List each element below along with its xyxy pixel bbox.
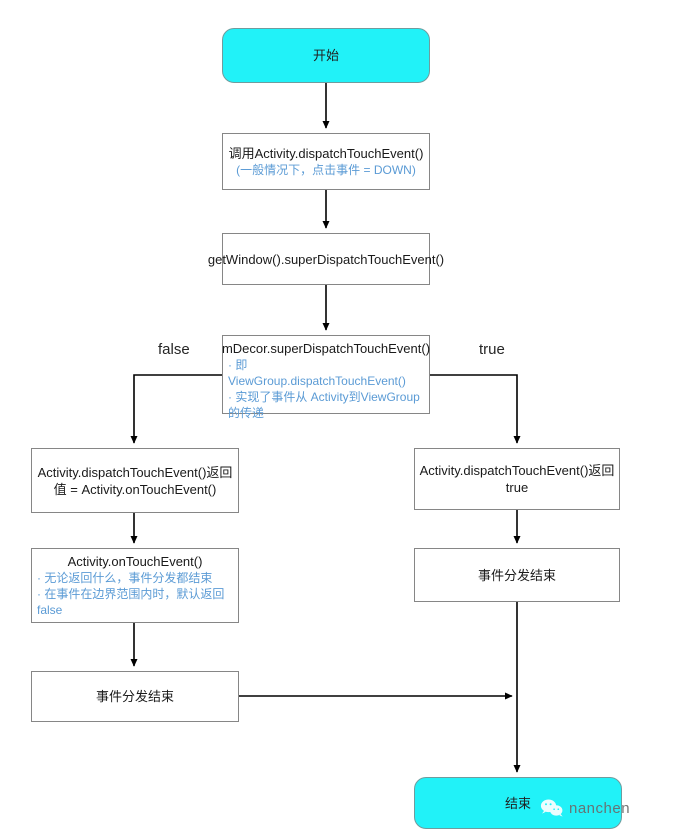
- node-mdecor-note-2: · 实现了事件从 Activity到ViewGroup 的传递: [228, 390, 420, 420]
- node-mdecor[interactable]: mDecor.superDispatchTouchEvent() · 即 Vie…: [221, 335, 431, 420]
- node-get-window[interactable]: getWindow().superDispatchTouchEvent(): [208, 233, 444, 285]
- watermark: nanchen: [540, 798, 630, 818]
- watermark-text: nanchen: [569, 799, 631, 817]
- node-on-touch-event-note-2: · 在事件在边界范围内时，默认返回false: [37, 587, 225, 617]
- node-end-dispatch-left-label: 事件分发结束: [95, 689, 174, 704]
- node-on-touch-event[interactable]: Activity.onTouchEvent() · 无论返回什么，事件分发都结束…: [31, 548, 239, 623]
- node-call-dispatch-label: 调用Activity.dispatchTouchEvent(): [228, 146, 424, 161]
- node-end-dispatch-right[interactable]: 事件分发结束: [414, 548, 620, 602]
- node-call-dispatch[interactable]: 调用Activity.dispatchTouchEvent() (一般情况下，点…: [222, 133, 430, 190]
- node-end-dispatch-left[interactable]: 事件分发结束: [31, 671, 239, 722]
- node-return-true[interactable]: Activity.dispatchTouchEvent()返回true: [414, 448, 620, 510]
- wechat-icon: [540, 798, 564, 818]
- node-on-touch-event-notes: · 无论返回什么，事件分发都结束 · 在事件在边界范围内时，默认返回false: [32, 570, 238, 618]
- node-on-touch-event-note-1: · 无论返回什么，事件分发都结束: [37, 571, 213, 585]
- node-call-dispatch-note: (一般情况下，点击事件 = DOWN): [236, 163, 416, 177]
- node-return-true-label: Activity.dispatchTouchEvent()返回true: [419, 463, 615, 495]
- node-return-ontouch[interactable]: Activity.dispatchTouchEvent()返回值 = Activ…: [31, 448, 239, 513]
- node-start[interactable]: 开始: [222, 28, 430, 83]
- node-mdecor-label: mDecor.superDispatchTouchEvent(): [221, 341, 431, 356]
- node-end-label: 结束: [504, 795, 531, 811]
- node-end-dispatch-right-label: 事件分发结束: [477, 567, 556, 583]
- edge-mdecor-false-to-return-ontouch: [130, 374, 222, 444]
- node-return-ontouch-label: Activity.dispatchTouchEvent()返回值 = Activ…: [37, 464, 233, 497]
- branch-label-true: true: [479, 341, 505, 358]
- node-mdecor-note-1: · 即 ViewGroup.dispatchTouchEvent(): [228, 358, 406, 388]
- node-start-label: 开始: [312, 48, 339, 63]
- edge-mdecor-true-to-return-true: [430, 374, 521, 444]
- node-on-touch-event-label: Activity.onTouchEvent(): [67, 554, 203, 569]
- node-get-window-label: getWindow().superDispatchTouchEvent(): [207, 251, 445, 267]
- node-end[interactable]: 结束: [414, 777, 622, 829]
- node-mdecor-notes: · 即 ViewGroup.dispatchTouchEvent() · 实现了…: [223, 357, 429, 421]
- branch-label-false: false: [158, 341, 190, 358]
